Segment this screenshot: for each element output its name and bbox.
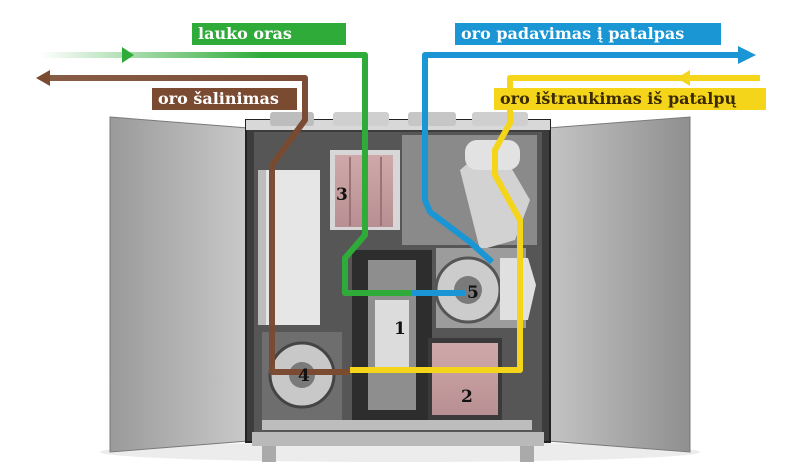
unit-base bbox=[252, 432, 544, 446]
supply-air-arrowhead bbox=[738, 46, 756, 64]
unit-foot-right bbox=[520, 446, 534, 462]
preheater-box bbox=[258, 170, 320, 325]
duct-collar-extract bbox=[472, 112, 528, 126]
supply-fan-5-hub bbox=[454, 276, 482, 304]
extract-air-label: oro ištraukimas iš patalpų bbox=[494, 88, 766, 110]
heat-exchanger-1-plate bbox=[375, 300, 409, 370]
component-number-2: 2 bbox=[461, 387, 473, 407]
preheater-box-edge bbox=[258, 170, 266, 325]
component-number-1: 1 bbox=[394, 319, 406, 339]
exhaust-air-flow-line bbox=[45, 75, 350, 375]
outdoor-air-arrowhead bbox=[122, 47, 134, 63]
filter-2 bbox=[432, 343, 498, 415]
right-door bbox=[547, 116, 691, 453]
floor-shadow bbox=[100, 442, 700, 462]
outdoor-air-flow-line bbox=[40, 52, 412, 296]
component-number-5: 5 bbox=[467, 283, 479, 303]
left-door bbox=[109, 116, 249, 453]
exhaust-air-arrowhead bbox=[36, 70, 50, 86]
supply-air-label: oro padavimas į patalpas bbox=[455, 23, 721, 45]
component-number-4: 4 bbox=[298, 366, 310, 386]
unit-foot-left bbox=[262, 446, 276, 462]
duct-collar-supply bbox=[408, 112, 456, 126]
outdoor-air-label: lauko oras bbox=[192, 23, 346, 45]
extract-air-arrowhead bbox=[677, 70, 690, 86]
exhaust-air-label: oro šalinimas bbox=[152, 88, 297, 110]
supply-air-flow-line bbox=[415, 52, 738, 296]
drain-tray bbox=[262, 420, 532, 430]
unit-top-lip bbox=[246, 120, 550, 130]
duct-collar-outdoor bbox=[333, 112, 389, 126]
component-number-3: 3 bbox=[336, 185, 348, 205]
